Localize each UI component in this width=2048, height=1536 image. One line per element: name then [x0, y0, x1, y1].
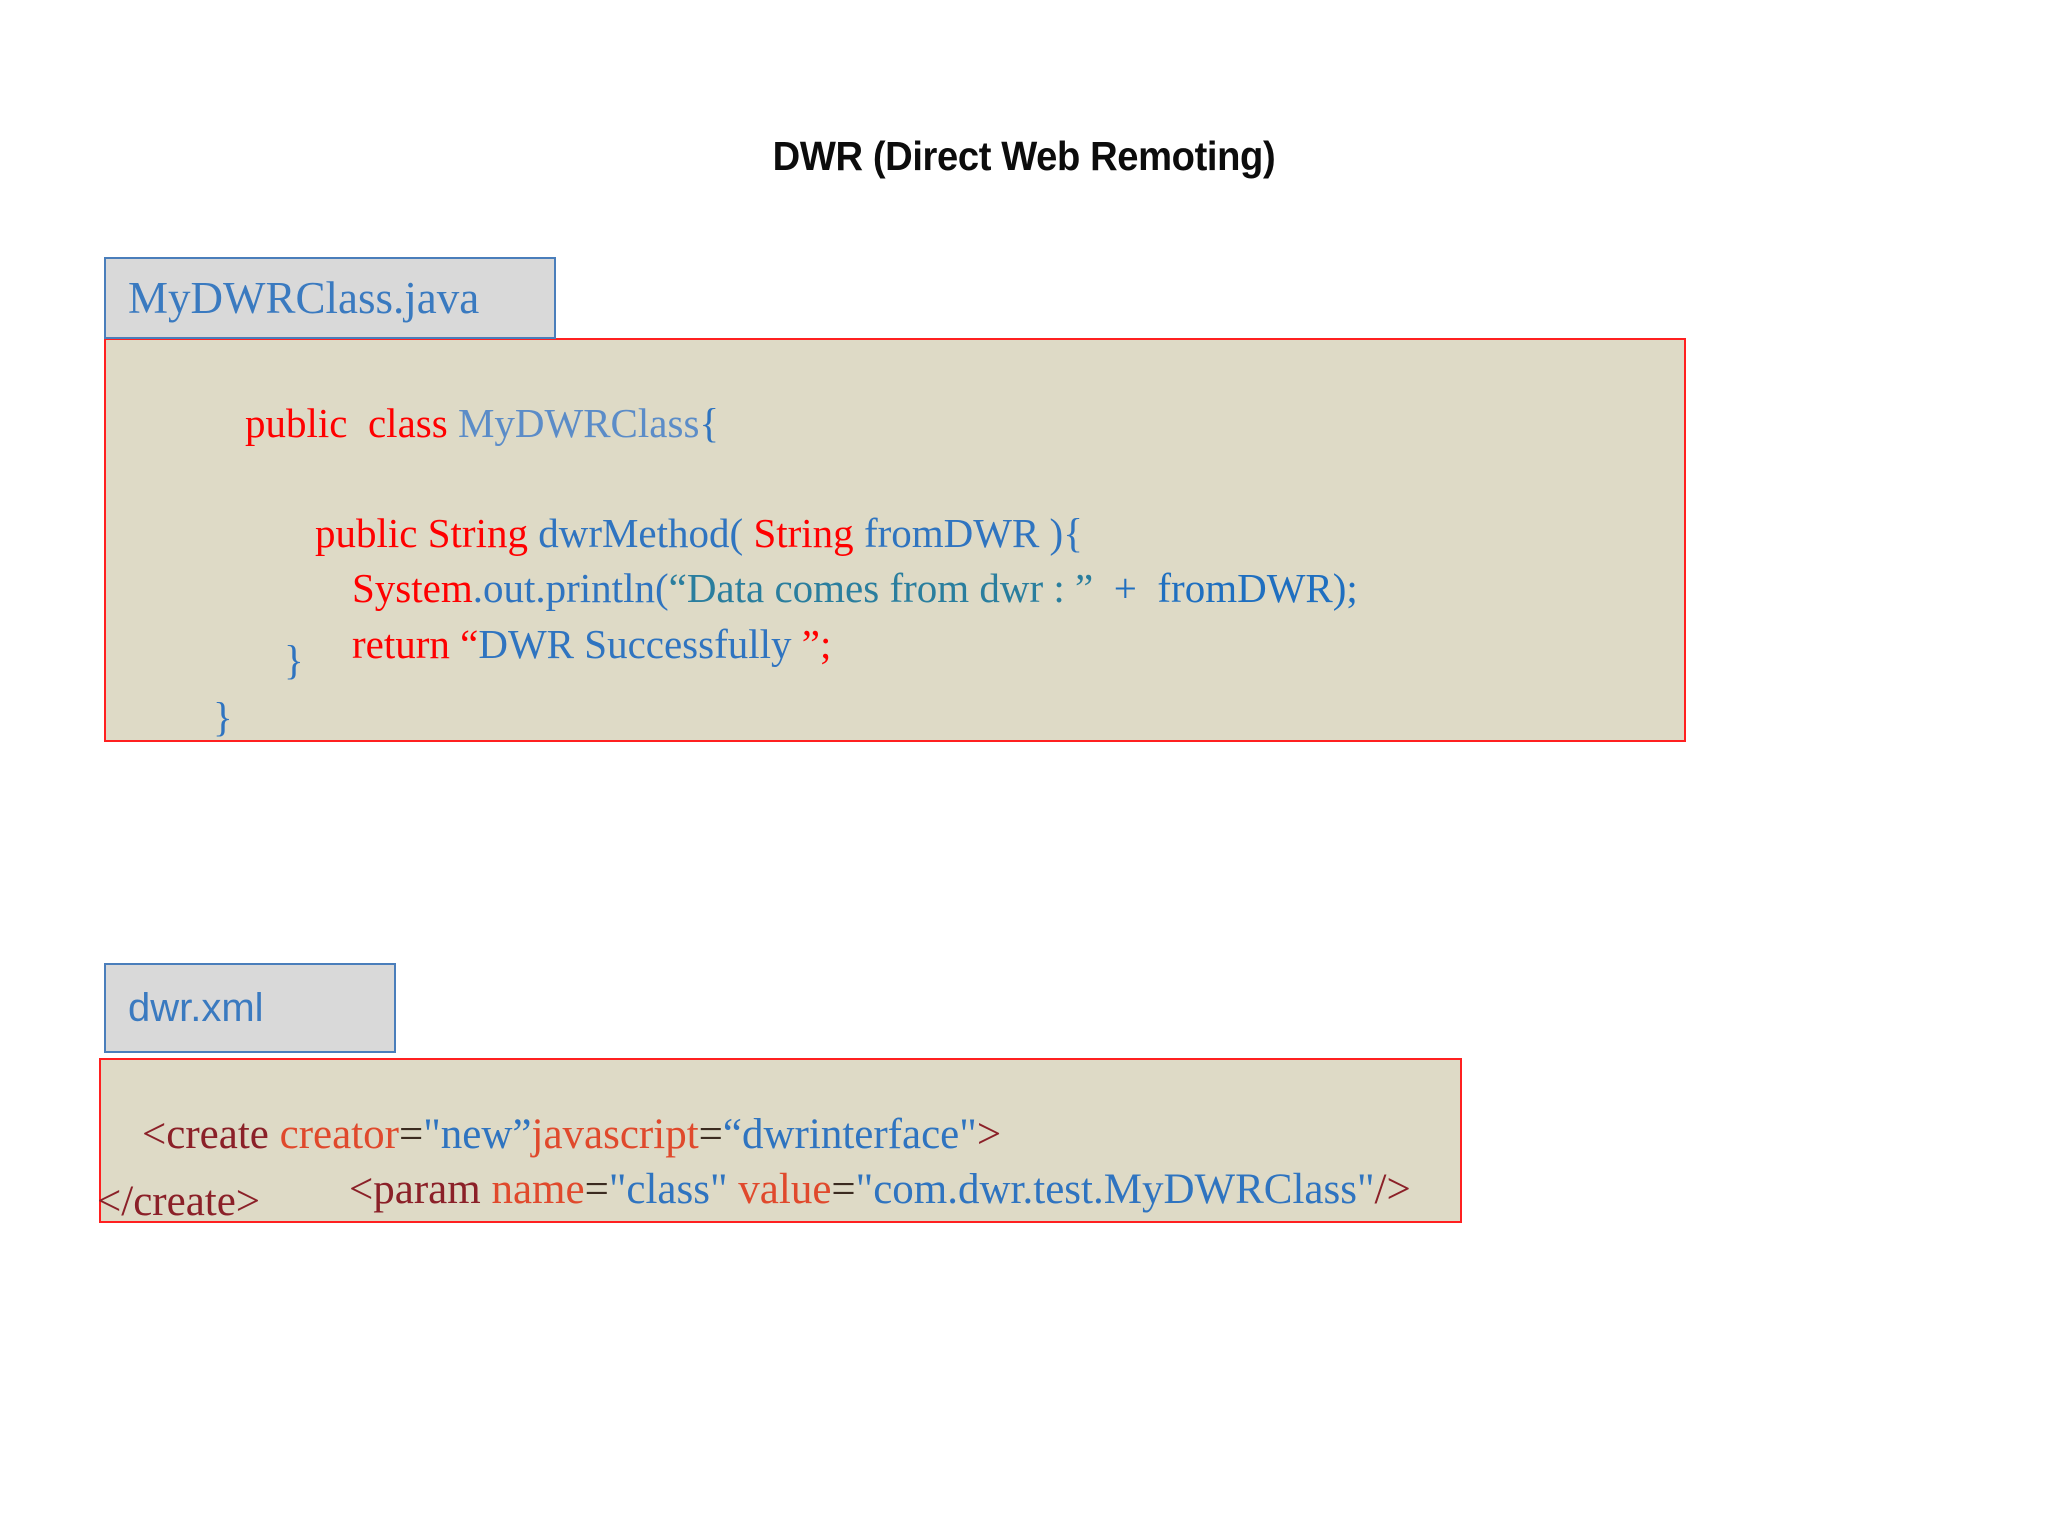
code-token: "new” [423, 1111, 532, 1158]
code-token: ”; [801, 621, 832, 667]
code-line: <create creator="new”javascript=“dwrinte… [99, 1070, 1001, 1199]
code-token: .out.println( [472, 565, 669, 611]
code-token: “dwrinterface" [722, 1111, 977, 1158]
file-label-xml-text: dwr.xml [128, 985, 264, 1030]
code-token [728, 1166, 739, 1213]
code-token: System [352, 565, 473, 611]
code-token: “ [460, 621, 479, 667]
file-label-java: MyDWRClass.java [104, 257, 556, 339]
code-token: /> [1374, 1166, 1411, 1213]
code-token: > [976, 1111, 1002, 1158]
code-token: = [831, 1166, 856, 1213]
code-token: = [398, 1111, 424, 1158]
code-line: public class MyDWRClass{ [204, 362, 719, 485]
code-token: public String [315, 510, 539, 556]
code-token: <create [142, 1111, 280, 1158]
page-title: DWR (Direct Web Remoting) [772, 133, 1276, 179]
code-line: public String dwrMethod( String fromDWR … [274, 472, 1083, 595]
code-token: { [699, 400, 720, 446]
code-line: <param name="class" value="com.dwr.test.… [306, 1125, 1411, 1254]
code-token: "class" [608, 1166, 728, 1213]
code-line: return “DWR Successfully ”; [311, 583, 831, 706]
code-token: = [584, 1166, 609, 1213]
code-line: </create> [97, 1178, 261, 1225]
code-token: + fromDWR); [1093, 565, 1358, 611]
code-token: return [352, 621, 461, 667]
code-token: public class [245, 400, 458, 446]
code-token: String [753, 510, 854, 556]
code-token: DWR Successfully [478, 621, 802, 667]
file-label-java-text: MyDWRClass.java [128, 273, 480, 323]
code-token: = [698, 1111, 723, 1158]
code-token: <param [349, 1166, 492, 1213]
code-line: } [284, 637, 304, 683]
file-label-xml: dwr.xml [104, 963, 396, 1053]
code-token: fromDWR ){ [853, 510, 1083, 556]
code-token: “Data comes from dwr : ” [668, 565, 1094, 611]
code-token: MyDWRClass [457, 400, 700, 446]
code-token: "com.dwr.test.MyDWRClass" [855, 1166, 1375, 1213]
code-token: dwrMethod( [538, 510, 754, 556]
code-token: name [491, 1166, 585, 1213]
code-token: javascript [531, 1111, 699, 1158]
code-token: creator [279, 1111, 399, 1158]
code-line: System.out.println(“Data comes from dwr … [311, 527, 1358, 650]
code-token: value [738, 1166, 832, 1213]
java-code-block: public class MyDWRClass{ public String d… [104, 338, 1686, 742]
code-line: } [213, 694, 233, 740]
xml-code-block: <create creator="new”javascript=“dwrinte… [97, 1058, 1462, 1225]
